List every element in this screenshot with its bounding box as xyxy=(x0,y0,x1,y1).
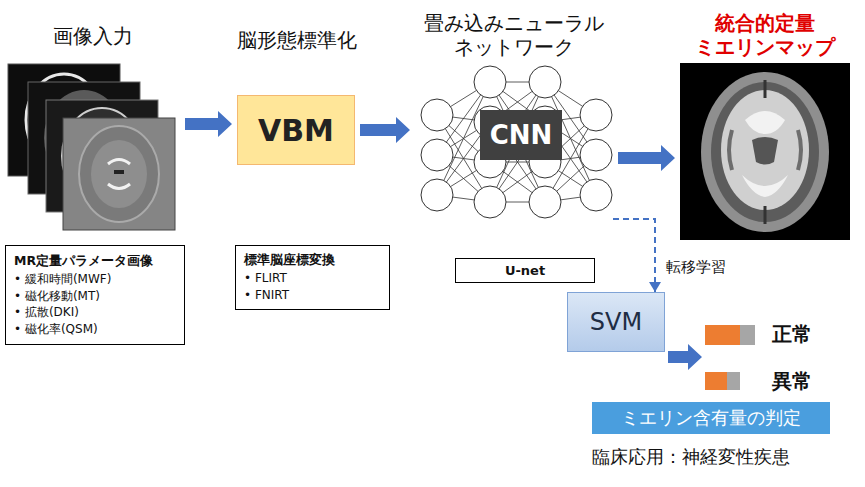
network-neuron xyxy=(421,99,453,131)
free-label: 異常 xyxy=(772,368,812,395)
node-text: • 拡散(DKI) xyxy=(14,304,176,321)
connector xyxy=(185,111,232,137)
free-label: 正常 xyxy=(772,321,812,348)
block-arrow xyxy=(360,117,410,143)
heading-text: 統合的定量 ミエリンマップ xyxy=(665,11,865,59)
node-text: MR定量パラメータ画像 xyxy=(14,252,176,271)
heading-text: 畳み込みニューラル ネットワーク xyxy=(399,11,629,59)
node-text: • 緩和時間(MWF) xyxy=(14,271,176,288)
unet-box: U-net xyxy=(455,258,595,283)
network-neuron xyxy=(580,139,612,171)
cnn-box: CNN xyxy=(480,110,562,160)
network-region: 畳み込みニューラル ネットワークCNN xyxy=(415,65,613,233)
dashed-connector xyxy=(613,219,655,292)
block-arrow xyxy=(185,111,232,137)
edge-label: 転移学習 xyxy=(663,257,729,278)
network-neuron xyxy=(421,179,453,211)
svm-box: SVM xyxy=(567,292,665,352)
node-text: • 磁化率(QSM) xyxy=(14,321,176,338)
node-text: • FLIRT xyxy=(244,270,381,287)
node-text: • FNIRT xyxy=(244,287,381,304)
node-text: ミエリン含有量の判定 xyxy=(621,406,801,430)
mr-image-stack xyxy=(8,64,175,230)
network-neuron xyxy=(580,179,612,211)
myelin-map: 統合的定量 ミエリンマップ xyxy=(680,63,850,240)
node-text: U-net xyxy=(505,263,545,278)
network-neuron xyxy=(474,186,506,218)
vbm-box: 脳形態標準化VBM xyxy=(237,95,355,165)
node-text: CNN xyxy=(490,120,553,150)
node-text: • 磁化移動(MT) xyxy=(14,288,176,305)
transform-box: 標準脳座標変換• FLIRT• FNIRT xyxy=(235,245,390,310)
block-arrow xyxy=(618,145,675,171)
network-neuron xyxy=(529,186,561,218)
neural-network xyxy=(437,82,596,202)
result-bars xyxy=(705,325,755,390)
parameter-list-box: MR定量パラメータ画像• 緩和時間(MWF)• 磁化移動(MT)• 拡散(DKI… xyxy=(5,245,185,345)
arrow-head xyxy=(649,282,661,292)
neural-network-nodes xyxy=(421,66,612,218)
result-arrow xyxy=(668,344,702,370)
heading-text: 画像入力 xyxy=(0,24,190,48)
node-text: VBM xyxy=(258,113,334,148)
connector xyxy=(613,219,661,292)
connector xyxy=(618,145,675,171)
network-neuron xyxy=(529,66,561,98)
network-neuron xyxy=(580,99,612,131)
judgement-box: ミエリン含有量の判定 xyxy=(592,402,830,434)
network-neuron xyxy=(474,66,506,98)
heading-text: 脳形態標準化 xyxy=(207,28,387,52)
free-label: 臨床応用：神経変性疾患 xyxy=(592,445,790,469)
node-text: 標準脳座標変換 xyxy=(244,251,381,270)
connector xyxy=(360,117,410,143)
node-text: SVM xyxy=(590,308,642,336)
myelin-map-image xyxy=(680,63,850,240)
image-input: 画像入力 xyxy=(5,62,180,234)
network-neuron xyxy=(421,139,453,171)
